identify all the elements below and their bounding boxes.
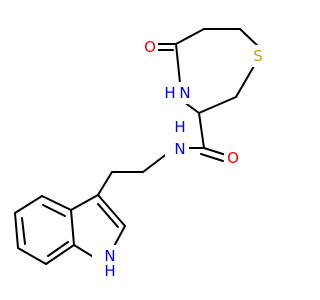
- bond-c3-s: [239, 28, 260, 48]
- bond-c3a-c7a: [70, 209, 75, 246]
- ketone-oxygen: O: [140, 36, 158, 58]
- bond-c7-c7a-inner: [47, 241, 69, 257]
- bond-c5-c6: [14, 212, 19, 249]
- ring-nh-h-label: H: [164, 84, 175, 102]
- amide-oxygen: O: [224, 147, 242, 169]
- ring-sulfur: S: [250, 45, 266, 67]
- bonds: [14, 28, 260, 265]
- bond-s-c4: [235, 65, 255, 98]
- bond-n-c1: [175, 43, 181, 84]
- ring-sulfur-label: S: [253, 47, 263, 65]
- bond-c5-c6-inner: [21, 217, 26, 245]
- atom-labels: O S N H O N H N: [92, 36, 266, 280]
- amide-nh-h-label: H: [174, 118, 185, 136]
- bond-c6-c7: [17, 247, 47, 265]
- molecule-svg: O S N H O N H N: [14, 28, 266, 280]
- bond-c5-camide: [198, 112, 205, 149]
- ketone-oxygen-label: O: [144, 38, 156, 56]
- bond-c4-c5: [198, 96, 237, 114]
- bond-camide-o-a: [203, 147, 227, 156]
- amide-nh-n-label: N: [174, 140, 185, 158]
- bond-n1-c7a: [73, 244, 96, 259]
- indole-nh-h-label: H: [104, 262, 115, 280]
- bond-c4-c5: [14, 195, 43, 214]
- bond-c3-c2ind: [97, 194, 126, 227]
- bond-c3-c3a: [70, 194, 99, 211]
- amide-oxygen-label: O: [227, 149, 239, 167]
- bond-c3a-c4-inner: [42, 204, 66, 217]
- bond-c1-c2: [175, 28, 205, 45]
- indole-nh: N H: [92, 245, 120, 280]
- bond-camide-o-b: [200, 153, 224, 162]
- amide-nh: N H: [165, 118, 189, 160]
- ring-nh: N H: [162, 82, 196, 104]
- indole-nh-n-label: N: [104, 247, 115, 265]
- bond-n-ch2a: [142, 152, 169, 173]
- molecule-diagram: O S N H O N H N: [14, 28, 266, 280]
- bond-c3a-c4: [41, 195, 72, 211]
- bond-c3-c2ind-inner: [97, 203, 119, 228]
- bond-ch2b-c3ind: [97, 171, 113, 196]
- bond-c7-c7a: [45, 244, 75, 265]
- ring-nh-n-label: N: [179, 84, 190, 102]
